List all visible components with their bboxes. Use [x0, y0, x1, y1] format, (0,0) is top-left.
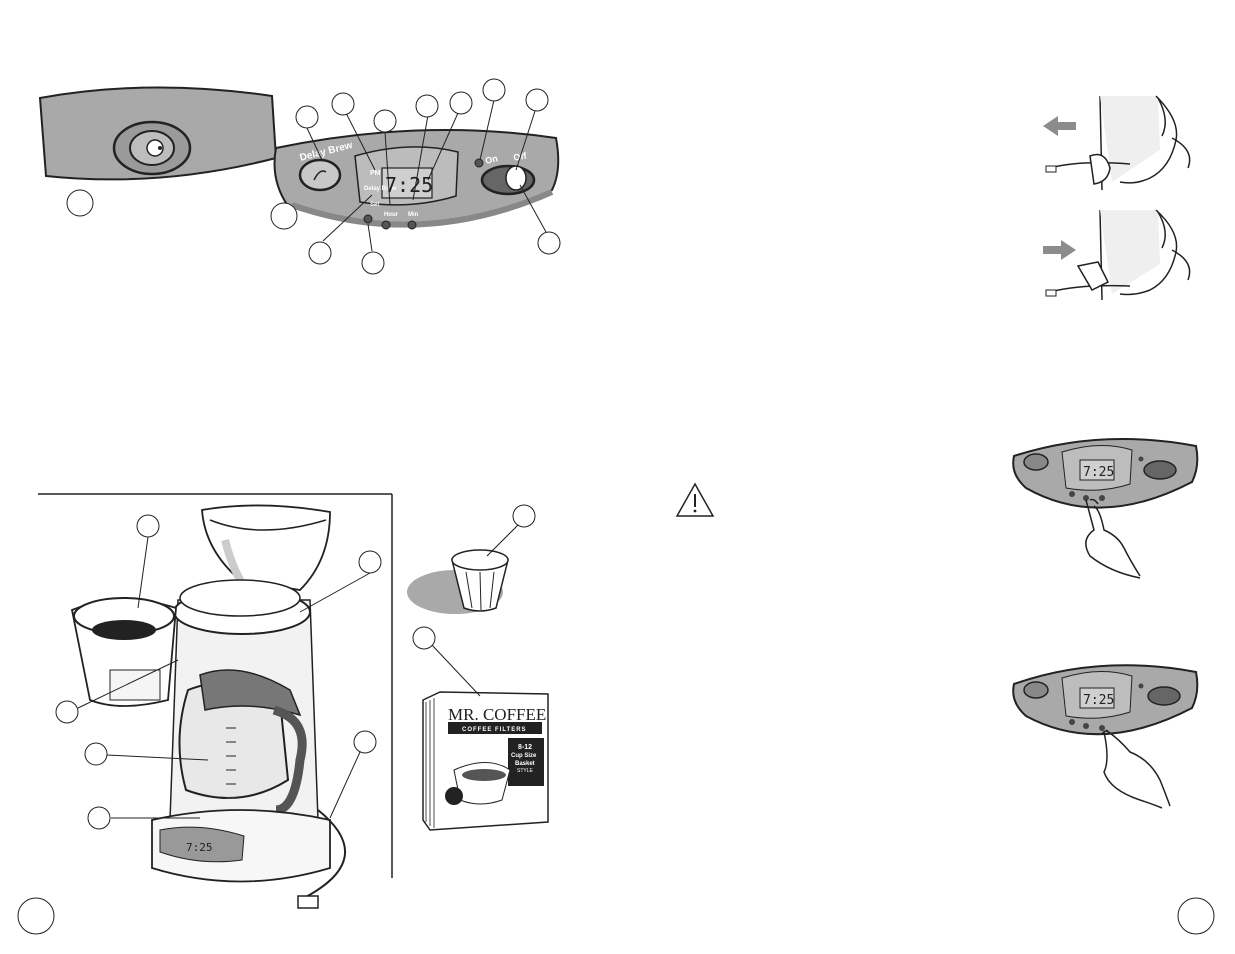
panel-min-clock: 7:25 [1083, 693, 1114, 708]
programmable-control-panel [273, 129, 560, 230]
filter-box-size-2: Cup Size [511, 753, 537, 759]
cord-storage-pull-out [1043, 95, 1191, 191]
hour-button [381, 220, 391, 230]
set-button [363, 214, 373, 224]
water-filter-illustration [407, 549, 509, 614]
caution-warning-icon [675, 482, 715, 517]
panel-press-set-button [1012, 438, 1199, 579]
delay-brew-small-label: Delay Brew [364, 186, 397, 192]
coffee-maker-illustration [70, 504, 347, 909]
clock-display [381, 167, 433, 199]
panel-press-min-button [1012, 664, 1199, 809]
set-label: Set [370, 202, 379, 208]
min-label: Min [408, 212, 419, 218]
panel-press-clock: 7:25 [1083, 465, 1114, 480]
callout-paper-filters [412, 626, 436, 650]
paper-filter-box [422, 691, 549, 831]
arrow-left-icon [1043, 116, 1076, 136]
filter-box-size-1: 8-12 [518, 744, 532, 751]
filter-box-size-3: Basket [515, 761, 535, 767]
power-indicator-light [474, 158, 484, 168]
arrow-right-icon [1043, 240, 1076, 260]
page-number-left [17, 897, 55, 935]
coffee-grounds-icon [92, 620, 156, 640]
filter-box-size-4: STYLE [517, 768, 534, 774]
power-knob-icon [146, 139, 164, 157]
hour-label: Hour [384, 212, 399, 218]
cord-storage-push-in [1043, 209, 1191, 301]
simple-control-panel [38, 86, 278, 181]
parts-frame [38, 493, 393, 878]
page-number-right [1177, 897, 1215, 935]
on-label: On [484, 153, 499, 166]
callout-simple-panel [66, 189, 94, 217]
callouts-programmable-panel [270, 78, 561, 275]
callout-water-filter [512, 504, 536, 528]
pm-label: PM [370, 170, 381, 177]
delay-brew-button [298, 158, 342, 192]
filter-box-brand: MR. COFFEE [448, 705, 546, 724]
filter-box-subbrand: COFFEE FILTERS [462, 727, 527, 733]
clock-time: 7:25 [385, 173, 433, 197]
min-button [407, 220, 417, 230]
callouts-coffee-maker [55, 514, 382, 830]
mini-clock-time: 7:25 [186, 841, 213, 854]
